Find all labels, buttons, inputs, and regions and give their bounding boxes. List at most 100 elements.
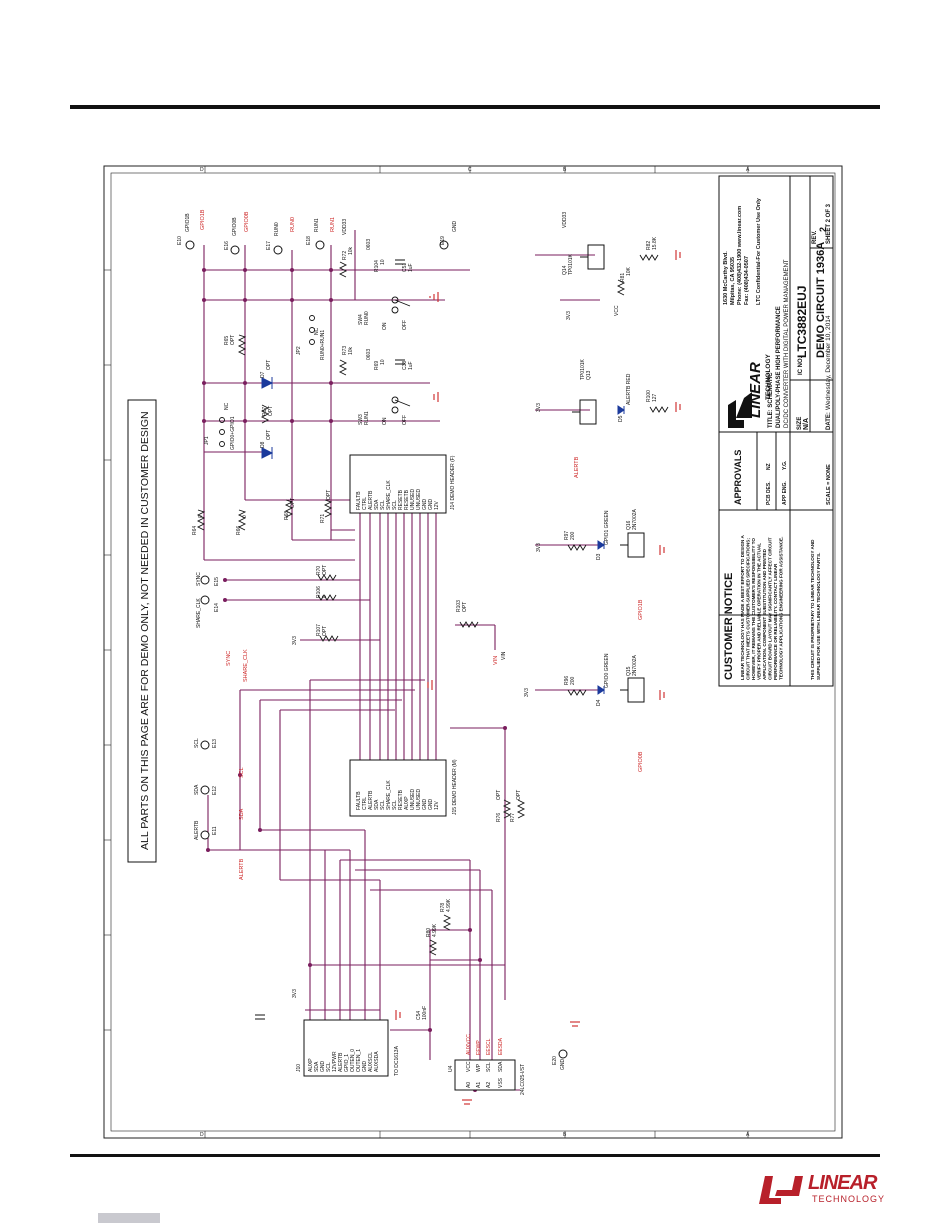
svg-text:GPIO1B: GPIO1B bbox=[185, 213, 191, 232]
svg-text:C51: C51 bbox=[402, 263, 408, 272]
svg-text:REV.: REV. bbox=[812, 230, 818, 244]
svg-text:OPT: OPT bbox=[266, 430, 272, 440]
svg-text:4.99K: 4.99K bbox=[446, 898, 452, 912]
svg-text:OPT: OPT bbox=[322, 565, 328, 575]
svg-text:SCL: SCL bbox=[326, 1062, 332, 1072]
svg-text:12V: 12V bbox=[434, 500, 440, 510]
svg-text:A0: A0 bbox=[466, 1082, 472, 1088]
svg-text:10k: 10k bbox=[348, 246, 354, 255]
svg-text:R68: R68 bbox=[284, 511, 290, 520]
svg-text:TECHNOLOGY APPLICATIONS ENGINE: TECHNOLOGY APPLICATIONS ENGINEERING FOR … bbox=[779, 537, 784, 680]
svg-text:12V: 12V bbox=[434, 800, 440, 810]
svg-text:GPIO0+GPIO1: GPIO0+GPIO1 bbox=[230, 416, 236, 450]
svg-text:APP ENG.: APP ENG. bbox=[782, 481, 788, 505]
svg-text:E17: E17 bbox=[266, 241, 272, 250]
svg-text:12VPWR: 12VPWR bbox=[332, 1051, 338, 1072]
svg-text:SUPPLIED FOR USE WITH LINEAR T: SUPPLIED FOR USE WITH LINEAR TECHNOLOGY … bbox=[816, 553, 821, 680]
svg-text:EESCL: EESCL bbox=[486, 1038, 492, 1055]
page-tab[interactable] bbox=[98, 1213, 160, 1223]
svg-text:AUXSCL: AUXSCL bbox=[368, 1052, 374, 1072]
svg-text:J10: J10 bbox=[296, 1064, 302, 1072]
footer-brand: LINEAR bbox=[808, 1172, 877, 1194]
u4-nets: AUXVCC EEWP EESCL EESDA bbox=[466, 1034, 504, 1055]
svg-text:R78: R78 bbox=[440, 903, 446, 912]
svg-text:127: 127 bbox=[652, 393, 658, 402]
top-rule bbox=[70, 105, 880, 109]
svg-text:Milpitas, CA 95035: Milpitas, CA 95035 bbox=[730, 257, 736, 305]
svg-text:15.8K: 15.8K bbox=[652, 236, 658, 250]
svg-text:OUTEN_0: OUTEN_0 bbox=[350, 1049, 356, 1072]
svg-text:R103: R103 bbox=[456, 600, 462, 612]
svg-text:E11: E11 bbox=[212, 826, 218, 835]
address: 1630 McCarthy Blvd. Milpitas, CA 95035 P… bbox=[723, 197, 762, 305]
svg-text:R80: R80 bbox=[426, 928, 432, 937]
svg-text:LTC Confidential-For Customer: LTC Confidential-For Customer Use Only bbox=[756, 197, 762, 305]
svg-text:SCL: SCL bbox=[486, 1062, 492, 1072]
svg-text:0: 0 bbox=[198, 515, 204, 518]
svg-text:GPIO0B: GPIO0B bbox=[232, 217, 238, 236]
zone-letter: A bbox=[746, 1132, 750, 1138]
svg-text:RESETB: RESETB bbox=[404, 489, 410, 510]
svg-text:E18: E18 bbox=[306, 236, 312, 245]
net-label: GPIO1B bbox=[638, 599, 644, 620]
svg-text:RUN1: RUN1 bbox=[364, 411, 370, 425]
svg-text:10: 10 bbox=[380, 359, 386, 365]
svg-text:GND: GND bbox=[422, 799, 428, 811]
notice-banner-text: ALL PARTS ON THIS PAGE ARE FOR DEMO ONLY… bbox=[139, 411, 151, 850]
svg-text:E20: E20 bbox=[552, 1056, 558, 1065]
wires bbox=[203, 230, 600, 1091]
svg-text:R100: R100 bbox=[646, 390, 652, 402]
svg-text:E13: E13 bbox=[212, 739, 218, 748]
svg-text:10: 10 bbox=[380, 259, 386, 265]
svg-text:SIZE: SIZE bbox=[797, 417, 803, 430]
net-label: RUN0 bbox=[290, 217, 296, 232]
svg-text:ALERTB: ALERTB bbox=[338, 1052, 344, 1072]
ground-symbols bbox=[395, 250, 681, 1105]
component-refs: R64 0 R65 OPT R66 0 R67 OPT R68 OPT R71 … bbox=[192, 236, 658, 1020]
svg-text:SYNC: SYNC bbox=[196, 572, 202, 586]
connector-bodies bbox=[303, 454, 516, 1091]
svg-text:THIS CIRCUIT IS PROPRIETARY TO: THIS CIRCUIT IS PROPRIETARY TO LINEAR TE… bbox=[810, 539, 815, 680]
svg-text:4.99K: 4.99K bbox=[432, 923, 438, 937]
zone-letter: D bbox=[200, 167, 204, 173]
svg-text:R72: R72 bbox=[342, 251, 348, 260]
title-block-logo: LINEAR TECHNOLOGY bbox=[728, 353, 772, 428]
svg-text:JP1: JP1 bbox=[204, 436, 210, 445]
svg-text:VDD33: VDD33 bbox=[562, 212, 568, 228]
svg-text:R82: R82 bbox=[646, 241, 652, 250]
net-label: ALERTB bbox=[574, 456, 580, 478]
svg-text:R67: R67 bbox=[262, 407, 268, 416]
svg-text:10K: 10K bbox=[626, 266, 632, 276]
svg-text:R65: R65 bbox=[224, 336, 230, 345]
svg-text:SDA: SDA bbox=[374, 499, 380, 510]
svg-text:100nF: 100nF bbox=[422, 1006, 428, 1020]
svg-text:D3: D3 bbox=[596, 553, 602, 560]
svg-text:OPT: OPT bbox=[230, 335, 236, 345]
j10-pins: AUXP SDA GND SCL 12VPWR ALERTB GPIO_1 OU… bbox=[296, 1045, 400, 1076]
svg-text:U4: U4 bbox=[448, 1065, 454, 1072]
bottom-rule bbox=[70, 1154, 880, 1157]
svg-text:J15 DEMO HEADER (M): J15 DEMO HEADER (M) bbox=[452, 759, 458, 815]
svg-text:E19: E19 bbox=[440, 236, 446, 245]
svg-text:AUXP: AUXP bbox=[404, 796, 410, 810]
svg-text:R96: R96 bbox=[564, 676, 570, 685]
net-label: VIN bbox=[493, 656, 499, 665]
svg-text:N/A: N/A bbox=[803, 418, 810, 430]
svg-text:LINEAR TECHNOLOGY HAS MADE A B: LINEAR TECHNOLOGY HAS MADE A BEST EFFORT… bbox=[740, 535, 745, 680]
svg-text:OPT: OPT bbox=[326, 490, 332, 500]
svg-text:UNUSED: UNUSED bbox=[416, 488, 422, 510]
zone-letter: D bbox=[200, 1132, 204, 1138]
svg-text:UNUSED: UNUSED bbox=[410, 788, 416, 810]
svg-text:SW3: SW3 bbox=[358, 414, 364, 425]
svg-text:GND: GND bbox=[320, 1061, 326, 1073]
svg-text:LINEAR: LINEAR bbox=[747, 362, 764, 418]
svg-text:ALERTB RED: ALERTB RED bbox=[626, 373, 632, 405]
svg-text:200: 200 bbox=[570, 531, 576, 540]
j15-pins: FAULTB CTRL ALERTB SDA SCL SHARE_CLK SCL… bbox=[356, 759, 458, 815]
svg-text:10k: 10k bbox=[348, 346, 354, 355]
svg-text:NZ: NZ bbox=[766, 463, 772, 470]
svg-text:C54: C54 bbox=[416, 1011, 422, 1020]
zone-letter: A bbox=[746, 167, 750, 173]
svg-text:GND: GND bbox=[452, 221, 458, 233]
